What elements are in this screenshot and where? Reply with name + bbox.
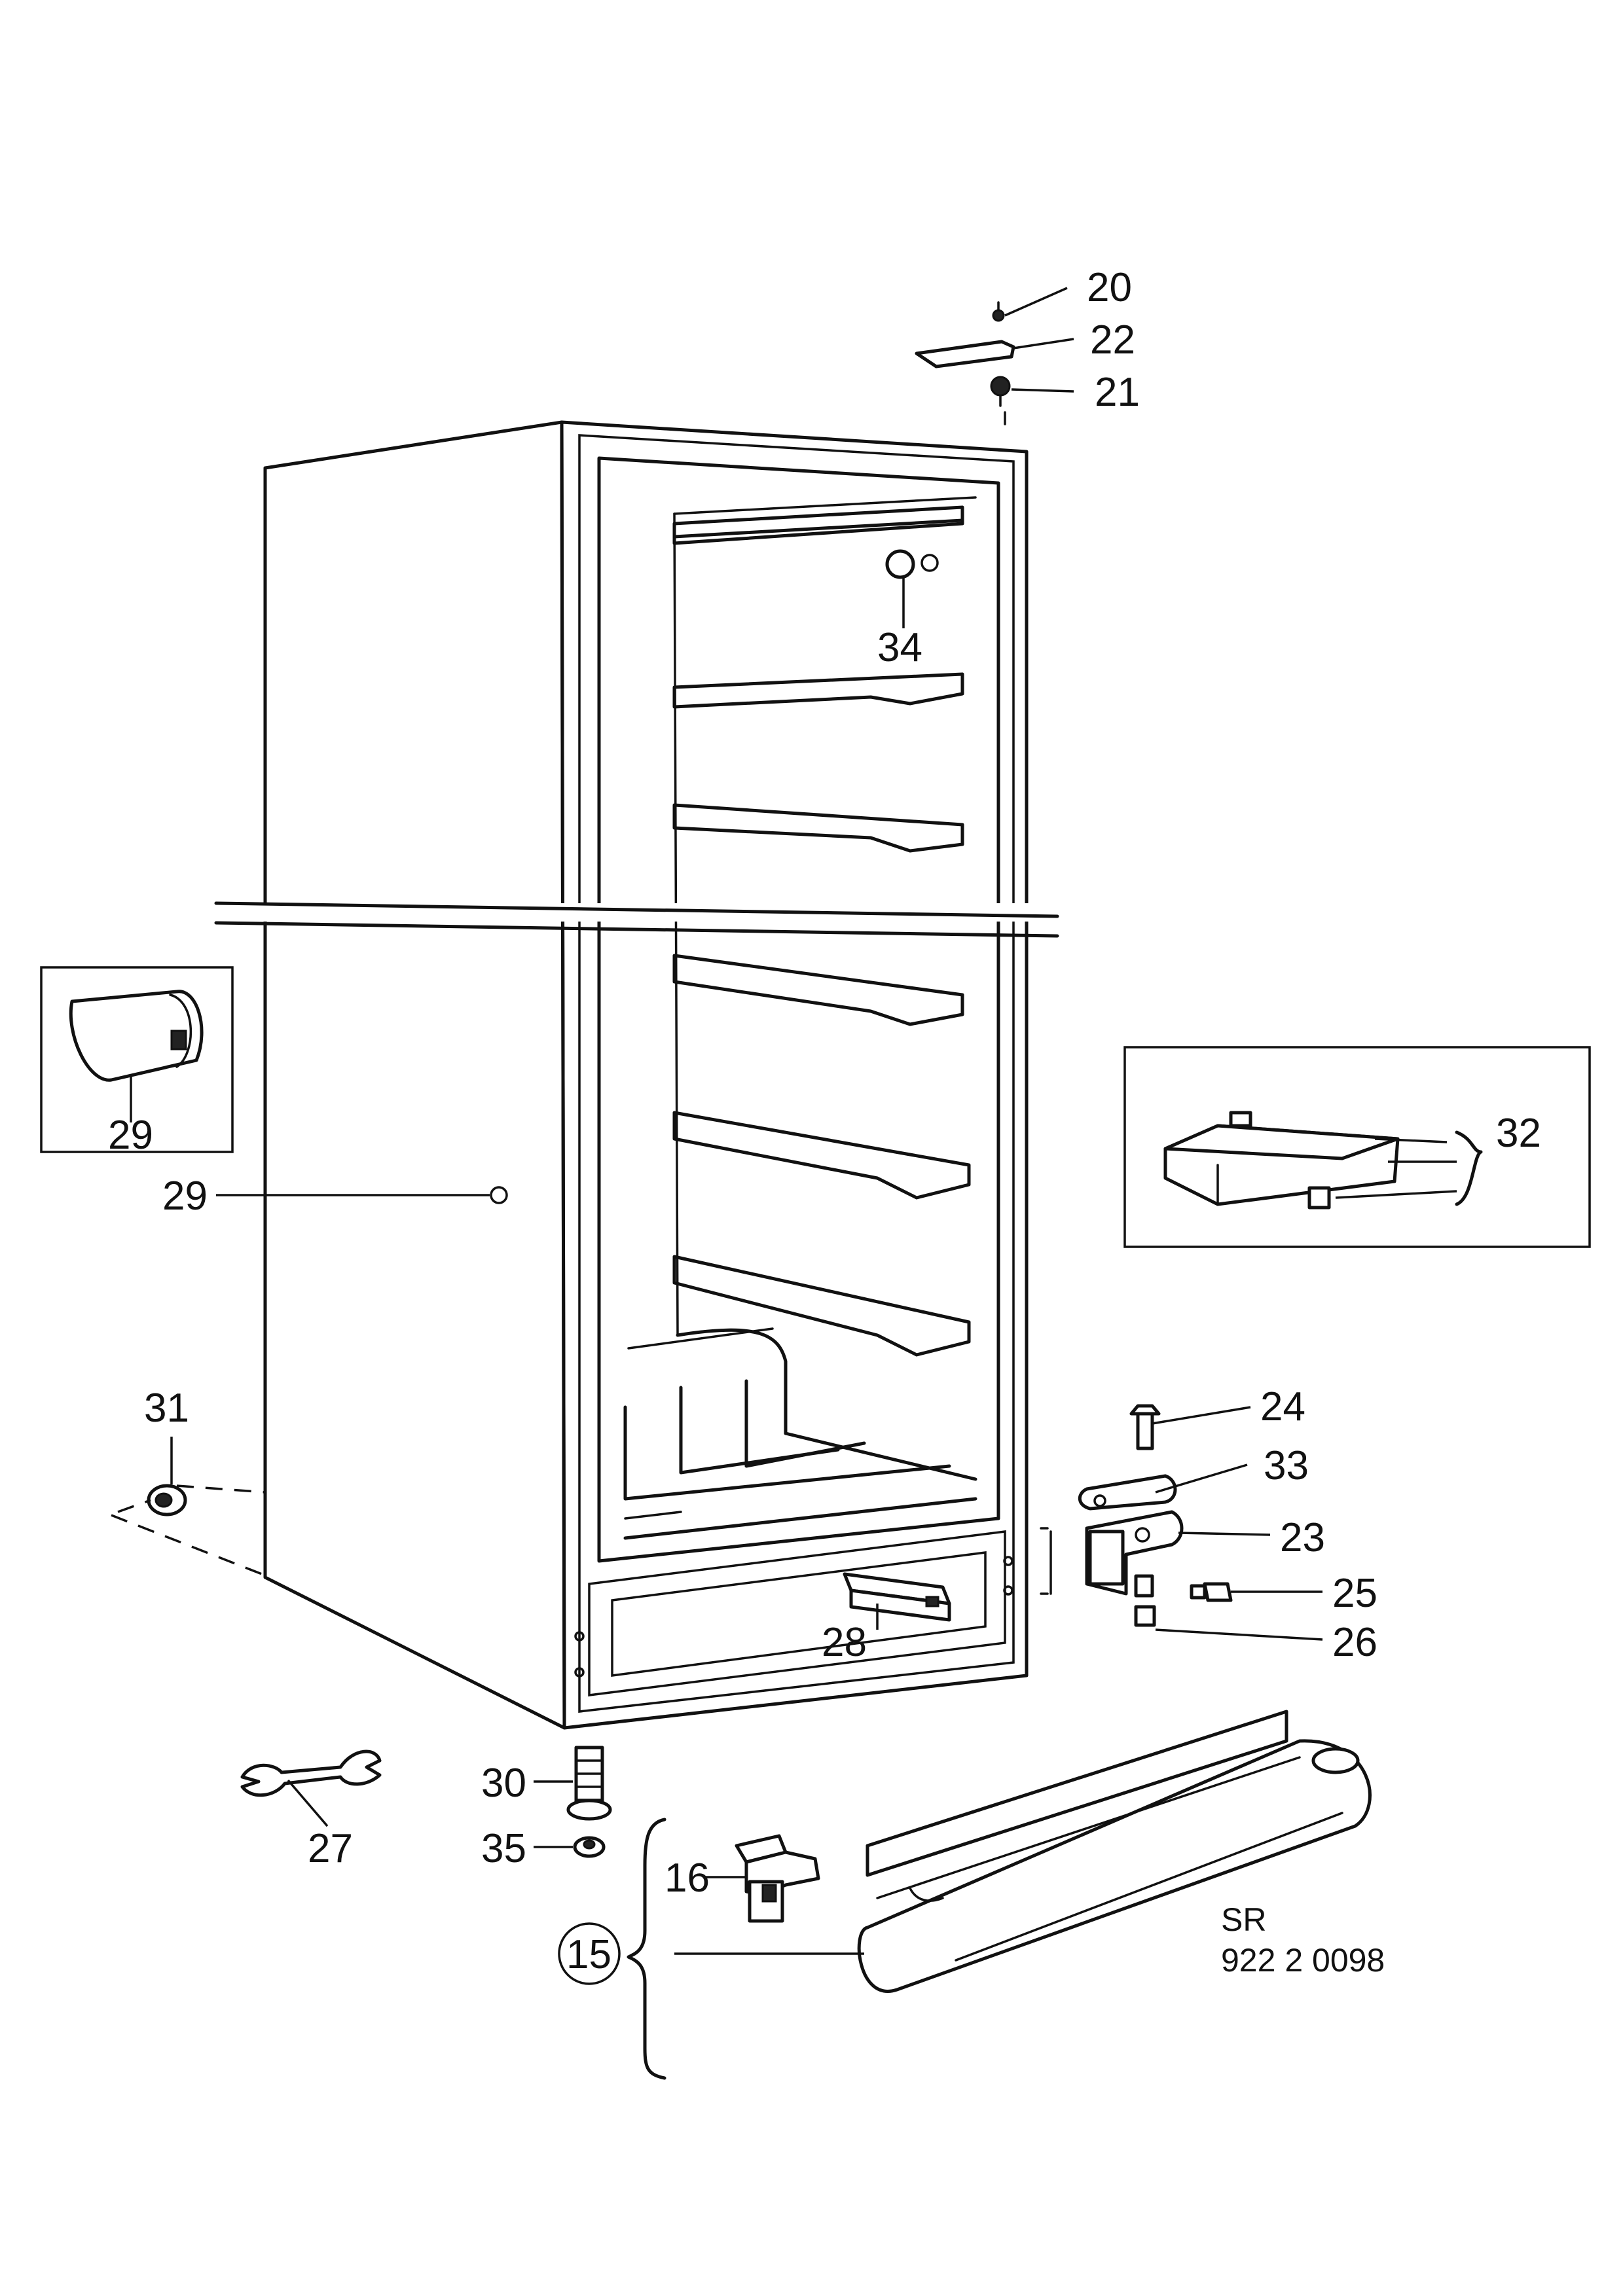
label-30: 30 <box>481 1761 526 1806</box>
label-25: 25 <box>1332 1571 1377 1616</box>
label-31: 31 <box>144 1386 189 1431</box>
clip-16 <box>704 1834 820 1923</box>
reference-line-2: 922 2 0098 <box>1221 1942 1385 1979</box>
plug-29 <box>216 1186 508 1204</box>
bottom-tray <box>623 1327 977 1540</box>
label-20: 20 <box>1087 265 1132 310</box>
reference-code: SR 922 2 0098 <box>1221 1901 1385 1979</box>
label-34: 34 <box>877 625 922 670</box>
label-35: 35 <box>481 1826 526 1871</box>
label-28: 28 <box>822 1620 867 1665</box>
inset-32 <box>1123 1046 1591 1248</box>
inset-29 <box>40 966 234 1153</box>
label-24: 24 <box>1260 1384 1305 1429</box>
callout-labels: 20 22 21 34 29 29 32 24 33 23 25 26 31 2… <box>108 265 1541 1977</box>
handle-trim-15 <box>558 1710 1372 2080</box>
adjustable-foot-30 <box>534 1746 612 1858</box>
label-16: 16 <box>665 1856 710 1901</box>
label-15: 15 <box>566 1932 611 1977</box>
label-27: 27 <box>308 1826 353 1871</box>
foot-31 <box>111 1437 266 1575</box>
label-22: 22 <box>1090 317 1135 363</box>
drain-channel-28 <box>843 1572 951 1630</box>
label-29: 29 <box>162 1174 208 1219</box>
bottom-hinge <box>1040 1404 1323 1641</box>
switch-34 <box>885 549 939 628</box>
cabinet <box>263 420 1029 1730</box>
label-26: 26 <box>1332 1620 1377 1665</box>
wrench-27 <box>240 1749 382 1827</box>
label-32: 32 <box>1496 1111 1541 1156</box>
reference-line-1: SR <box>1221 1901 1266 1938</box>
top-hinge <box>915 287 1074 425</box>
label-21: 21 <box>1095 370 1140 415</box>
label-29-inset: 29 <box>108 1113 153 1158</box>
break-line <box>214 901 1061 938</box>
label-33: 33 <box>1264 1443 1309 1488</box>
shelf-rails <box>672 505 971 1357</box>
label-23: 23 <box>1280 1515 1325 1560</box>
